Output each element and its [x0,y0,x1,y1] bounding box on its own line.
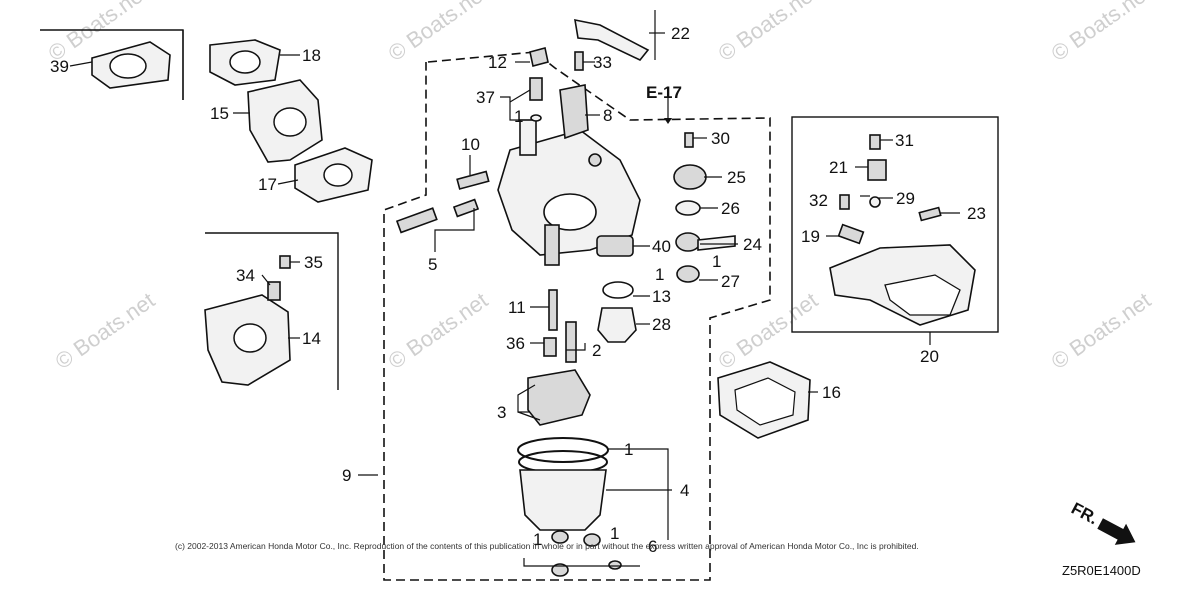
callout-9: 9 [342,466,351,485]
watermark: © Boats.net [51,287,160,374]
watermark: © Boats.net [714,0,823,66]
carburetor-body [497,84,641,266]
callout-35: 35 [304,253,323,272]
callout-19: 19 [801,227,820,246]
callout-20: 20 [920,347,939,366]
callout-22: 22 [671,24,690,43]
callout-24: 24 [743,235,762,254]
callout-1: 1 [655,265,664,284]
watermark: © Boats.net [1047,287,1156,374]
callout-10: 10 [461,135,480,154]
part-4-float-bowl [517,437,609,531]
part-25-diaphragm [673,132,707,190]
callout-23: 23 [967,204,986,223]
part-32-screw [839,194,850,210]
callout-17: 17 [258,175,277,194]
part-2-spring [565,321,577,363]
part-28-jet [597,307,637,343]
callout-6: 6 [648,537,657,556]
callout-32: 32 [809,191,828,210]
callout-25: 25 [727,168,746,187]
callout-1: 1 [533,530,542,549]
part-11-jet [548,289,558,331]
callout-34: 34 [236,266,255,285]
callout-15: 15 [210,104,229,123]
callout-40: 40 [652,237,671,256]
callout-30: 30 [711,129,730,148]
part-18-gasket [209,39,281,86]
callout-1: 1 [712,252,721,271]
part-21-nut [867,159,887,181]
callout-8: 8 [603,106,612,125]
callout-21: 21 [829,158,848,177]
direction-label: FR. [1068,499,1101,529]
callout-27: 27 [721,272,740,291]
callout-labels: 39 18 15 17 12 37 1 8 10 5 22 33 E-17 30… [50,24,986,556]
part-3-float [527,369,591,426]
callout-1: 1 [610,524,619,543]
part-36-spring [543,337,557,357]
callout-3: 3 [497,403,506,422]
callout-37: 37 [476,88,495,107]
part-23-spring [918,206,942,222]
part-31-screw [869,134,881,150]
watermark: © Boats.net [384,0,493,66]
callout-29: 29 [896,189,915,208]
part-12-cap [529,47,549,67]
part-37-screw [529,77,543,122]
part-27-seal [676,265,700,283]
callout-28: 28 [652,315,671,334]
part-19-lever [837,223,865,245]
callout-2: 2 [592,341,601,360]
frame-lines [40,29,999,581]
callout-11: 11 [508,298,526,317]
callout-12: 12 [488,53,507,72]
copyright-notice: (c) 2002-2013 American Honda Motor Co., … [175,541,919,551]
watermark: © Boats.net [384,287,493,374]
callout-5: 5 [428,255,437,274]
part-24-lever [675,232,736,252]
callout-1: 1 [624,440,633,459]
front-direction-arrow: FR. [1068,499,1136,545]
reference-label: E-17 [646,83,682,102]
part-22-lever [574,18,650,71]
part-5-screw [395,198,480,234]
callout-16: 16 [822,383,841,402]
leader-lines [69,10,960,567]
watermark: © Boats.net [1047,0,1156,66]
callout-18: 18 [302,46,321,65]
part-26-seal [675,200,701,216]
callout-33: 33 [593,53,612,72]
part-17-gasket [294,147,373,203]
callout-36: 36 [506,334,525,353]
part-40-gasket [596,235,634,257]
part-13-oring [602,281,634,299]
part-29-clip [869,196,881,208]
callout-13: 13 [652,287,671,306]
part-15-insulator [247,79,323,163]
callout-1: 1 [514,107,523,126]
part-39-gasket [91,41,171,89]
part-20-bracket [829,244,976,326]
callout-4: 4 [680,481,689,500]
part-6-drain-screw [551,530,622,577]
callout-39: 39 [50,57,69,76]
callout-31: 31 [895,131,914,150]
part-10-screw [456,170,490,190]
callout-14: 14 [302,329,321,348]
diagram-code: Z5R0E1400D [1062,563,1141,578]
callout-26: 26 [721,199,740,218]
part-16-gasket [717,361,811,439]
